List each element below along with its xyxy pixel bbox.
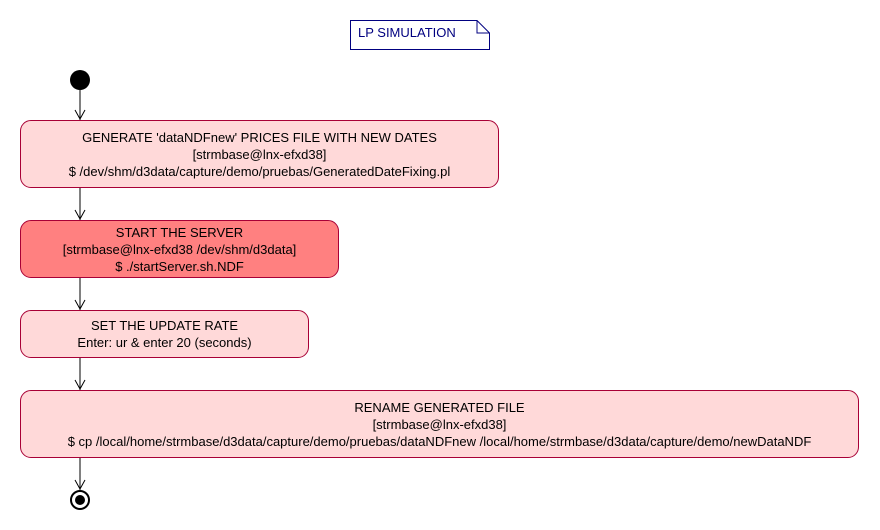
activity-command: $ cp /local/home/strmbase/d3data/capture… — [67, 433, 812, 449]
activity-command: $ ./startServer.sh.NDF — [115, 258, 244, 274]
arrow-start-server-to-update-rate — [74, 278, 86, 311]
activity-set-update-rate: SET THE UPDATE RATE Enter: ur & enter 20… — [20, 310, 309, 358]
arrow-start-to-generate — [74, 90, 86, 121]
activity-rename-generated-file: RENAME GENERATED FILE [strmbase@lnx-efxd… — [20, 390, 859, 458]
activity-generate-prices-file: GENERATE 'dataNDFnew' PRICES FILE WITH N… — [20, 120, 499, 188]
activity-command: $ /dev/shm/d3data/capture/demo/pruebas/G… — [68, 163, 451, 179]
note-shape — [350, 20, 490, 50]
activity-start-server: START THE SERVER [strmbase@lnx-efxd38 /d… — [20, 220, 339, 278]
arrow-update-rate-to-rename — [74, 358, 86, 391]
end-node-core — [75, 495, 85, 505]
activity-host: [strmbase@lnx-efxd38] — [192, 146, 327, 162]
activity-host: [strmbase@lnx-efxd38 /dev/shm/d3data] — [62, 241, 297, 257]
activity-host: [strmbase@lnx-efxd38] — [372, 416, 507, 432]
activity-title: START THE SERVER — [115, 224, 244, 240]
end-node — [70, 490, 90, 510]
arrow-generate-to-start-server — [74, 188, 86, 221]
arrow-rename-to-end — [74, 458, 86, 491]
activity-title: RENAME GENERATED FILE — [354, 399, 525, 415]
diagram-title: LP SIMULATION — [358, 25, 456, 40]
diagram-title-note: LP SIMULATION — [350, 20, 490, 50]
activity-title: SET THE UPDATE RATE — [90, 318, 239, 333]
start-node — [70, 70, 90, 90]
activity-instruction: Enter: ur & enter 20 (seconds) — [77, 335, 252, 350]
activity-title: GENERATE 'dataNDFnew' PRICES FILE WITH N… — [82, 129, 437, 145]
